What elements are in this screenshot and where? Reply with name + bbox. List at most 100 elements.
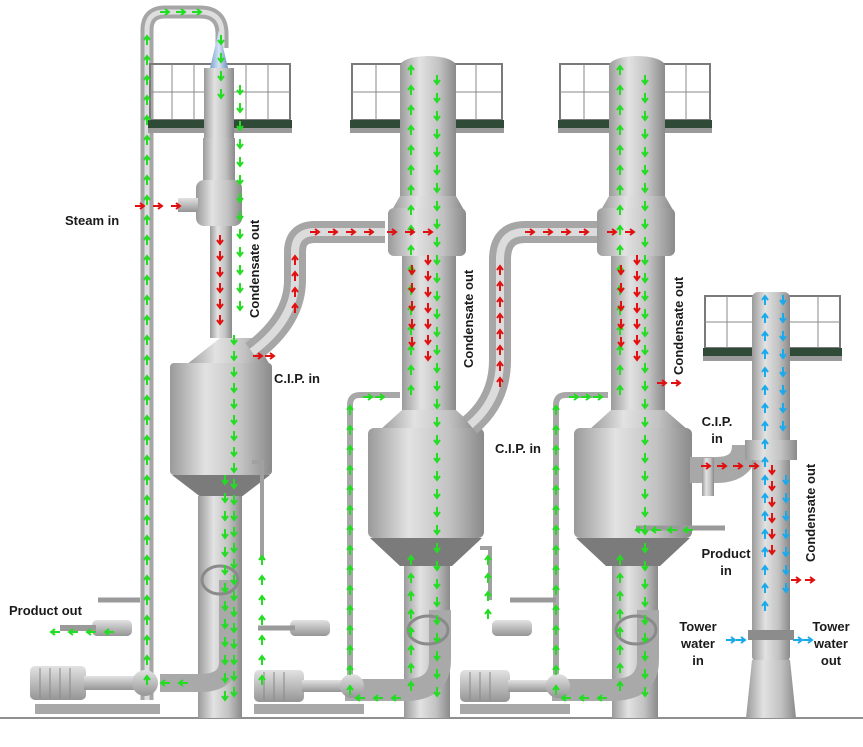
flow-arrow-icon <box>717 462 728 470</box>
flow-arrow-icon <box>657 379 668 387</box>
flow-arrow-icon <box>768 465 776 476</box>
flow-arrow-icon <box>579 228 590 236</box>
flow-arrow-icon <box>633 271 641 282</box>
flow-arrow-icon <box>407 244 415 255</box>
flow-arrow-icon <box>407 124 415 135</box>
flow-arrow-icon <box>560 694 571 702</box>
flow-arrow-icon <box>617 337 625 348</box>
flow-arrow-icon <box>650 526 661 534</box>
flow-arrow-icon <box>761 294 769 305</box>
flow-arrow-icon <box>433 93 441 104</box>
flow-arrow-icon <box>433 435 441 446</box>
flow-arrow-icon <box>408 301 416 312</box>
flow-arrow-icon <box>433 237 441 248</box>
flow-arrow-icon <box>346 684 354 695</box>
flow-arrow-icon <box>634 526 645 534</box>
flow-arrow-icon <box>641 111 649 122</box>
flow-arrow-icon <box>354 694 365 702</box>
flow-arrow-icon <box>782 493 790 504</box>
flow-arrow-icon <box>433 219 441 230</box>
flow-arrow-icon <box>221 511 229 522</box>
flow-arrow-icon <box>433 381 441 392</box>
flow-arrow-icon <box>143 314 151 325</box>
pump-icon <box>546 674 570 698</box>
flow-arrow-icon <box>633 303 641 314</box>
flow-arrow-icon <box>641 327 649 338</box>
flow-arrow-icon <box>433 417 441 428</box>
flow-arrow-icon <box>641 345 649 356</box>
flow-arrow-icon <box>433 399 441 410</box>
flow-arrow-icon <box>616 554 624 565</box>
flow-arrow-icon <box>433 561 441 572</box>
downcomer-1 <box>210 226 232 338</box>
flow-arrow-icon <box>143 354 151 365</box>
flow-arrow-icon <box>258 554 266 565</box>
flow-arrow-icon <box>236 85 244 96</box>
flow-arrow-icon <box>761 546 769 557</box>
flow-arrow-icon <box>433 183 441 194</box>
flow-arrow-icon <box>143 574 151 585</box>
flow-arrow-icon <box>641 75 649 86</box>
flow-arrow-icon <box>236 139 244 150</box>
product-out-pump <box>92 620 132 636</box>
flow-arrow-icon <box>49 628 60 636</box>
flow-arrow-icon <box>216 251 224 262</box>
flow-arrow-icon <box>543 228 554 236</box>
flow-arrow-icon <box>177 679 188 687</box>
flow-arrow-icon <box>143 254 151 265</box>
flow-arrow-icon <box>552 444 560 455</box>
flow-arrow-icon <box>143 514 151 525</box>
flow-arrow-icon <box>236 157 244 168</box>
flow-arrow-icon <box>143 34 151 45</box>
flow-arrow-icon <box>484 554 492 565</box>
flow-arrow-icon <box>433 651 441 662</box>
flow-arrow-icon <box>216 283 224 294</box>
condensate-out-label-2: Condensate out <box>461 269 476 368</box>
flow-arrow-icon <box>236 265 244 276</box>
flow-arrow-icon <box>552 684 560 695</box>
motor-icon <box>460 670 570 702</box>
flow-arrow-icon <box>221 619 229 630</box>
flow-arrow-icon <box>236 301 244 312</box>
flow-arrow-icon <box>407 164 415 175</box>
flow-arrow-icon <box>236 229 244 240</box>
flow-arrow-icon <box>496 328 504 339</box>
flow-arrow-icon <box>230 495 238 506</box>
flow-arrow-icon <box>761 420 769 431</box>
flow-arrow-icon <box>641 651 649 662</box>
flow-arrow-icon <box>633 351 641 362</box>
motor-icon <box>30 666 158 700</box>
flow-arrow-icon <box>496 264 504 275</box>
flow-arrow-icon <box>552 644 560 655</box>
flow-arrow-icon <box>496 360 504 371</box>
flow-arrow-icon <box>433 543 441 554</box>
flow-arrow-icon <box>768 529 776 540</box>
flow-arrow-icon <box>230 415 238 426</box>
flow-arrow-icon <box>230 687 238 698</box>
flow-arrow-icon <box>424 351 432 362</box>
flow-arrow-icon <box>346 664 354 675</box>
flow-arrow-icon <box>143 174 151 185</box>
flow-arrow-icon <box>407 384 415 395</box>
flow-arrow-icon <box>596 694 607 702</box>
flow-arrow-icon <box>433 75 441 86</box>
flow-arrow-icon <box>779 331 787 342</box>
flow-arrow-icon <box>236 247 244 258</box>
flow-arrow-icon <box>671 379 682 387</box>
flow-arrow-icon <box>346 644 354 655</box>
flow-arrow-icon <box>258 614 266 625</box>
flow-arrow-icon <box>433 669 441 680</box>
skid-base-1 <box>35 704 160 714</box>
flow-arrow-icon <box>641 453 649 464</box>
flow-arrow-icon <box>633 335 641 346</box>
flow-arrow-icon <box>363 393 374 401</box>
flow-arrow-icon <box>216 235 224 246</box>
flow-arrow-icon <box>85 628 96 636</box>
flow-arrow-icon <box>408 319 416 330</box>
flow-arrow-icon <box>641 579 649 590</box>
flow-arrow-icon <box>768 545 776 556</box>
flow-arrow-icon <box>230 447 238 458</box>
flow-arrow-icon <box>641 435 649 446</box>
flow-arrow-icon <box>230 399 238 410</box>
